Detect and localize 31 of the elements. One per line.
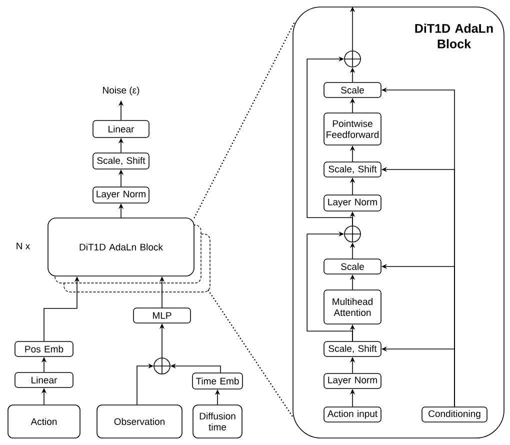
input-box: Action [8, 404, 80, 438]
layer-box: Linear [92, 120, 150, 138]
layer-box: Scale, Shift [324, 341, 382, 357]
layer-box: Layer Norm [92, 186, 150, 204]
adder-circle [154, 358, 170, 374]
input-box: Diffusion time [192, 404, 242, 438]
layer-box: Scale, Shift [92, 152, 150, 170]
adder-circle [344, 226, 361, 242]
layer-box: Layer Norm [324, 373, 382, 389]
layer-box: Layer Norm [324, 194, 382, 212]
arrow [306, 231, 353, 342]
layer-box: Scale, Shift [324, 162, 382, 178]
repeat-label: N x [16, 242, 30, 250]
adder-circle [344, 50, 361, 68]
layer-box: Scale [324, 82, 382, 98]
input-box: Action input [324, 406, 382, 422]
zoom-line [208, 290, 294, 419]
layer-box: MLP [133, 308, 191, 324]
block-box: DiT1D AdaLn Block [48, 218, 194, 276]
panel-title: DiT1D AdaLn Block [415, 24, 493, 48]
layer-box: Pos Emb [14, 341, 74, 357]
layer-box: Time Emb [192, 372, 243, 390]
layer-box: Linear [14, 372, 74, 388]
layer-box: Pointwise Feedforward [324, 112, 382, 146]
input-box: Conditioning [422, 406, 488, 422]
output-label: Noise (ε) [103, 86, 140, 96]
input-box: Observation [96, 404, 182, 438]
zoom-line [194, 22, 295, 218]
arrow [306, 56, 353, 226]
layer-box: Scale [324, 258, 382, 274]
layer-box: Multihead Attention [324, 290, 382, 324]
